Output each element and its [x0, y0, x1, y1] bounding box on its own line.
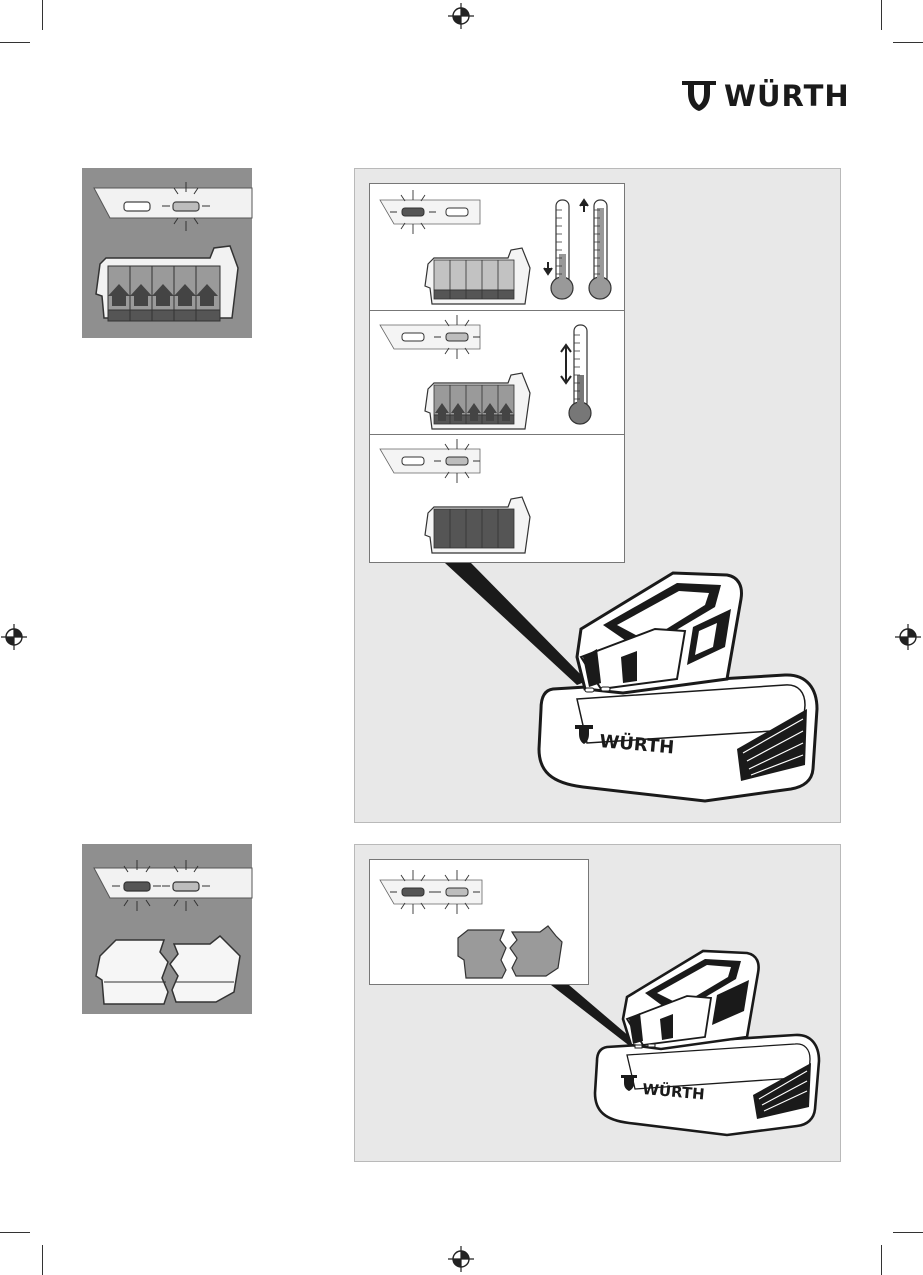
registration-mark-icon	[1, 624, 27, 650]
brand-logo: WÜRTH	[680, 78, 845, 114]
crop-mark-bottom-right-h	[893, 1232, 923, 1233]
crop-mark-bottom-left-v	[42, 1245, 43, 1275]
crop-mark-top-left-h	[0, 42, 30, 43]
crop-mark-top-left-v	[42, 0, 43, 30]
crop-mark-bottom-left-h	[0, 1232, 30, 1233]
led-right-blinking	[173, 202, 199, 211]
thumbnail-defective	[82, 844, 252, 1014]
crop-mark-top-right-v	[881, 0, 882, 30]
wurth-shield-icon	[680, 79, 718, 113]
brand-name: WÜRTH	[724, 82, 850, 111]
charger-with-battery: WÜRTH	[355, 845, 842, 1163]
crop-mark-top-right-h	[893, 42, 923, 43]
callout-pointer	[445, 563, 587, 685]
crop-mark-bottom-right-v	[881, 1245, 882, 1275]
panel-defective-state: WÜRTH	[354, 844, 841, 1162]
thumbnail-charging	[82, 168, 252, 338]
registration-mark-icon	[448, 1246, 474, 1272]
registration-mark-icon	[895, 624, 921, 650]
registration-mark-icon	[448, 3, 474, 29]
led-left	[124, 202, 150, 211]
led-right-blinking	[173, 882, 199, 891]
charger-with-battery: WÜRTH	[355, 169, 842, 824]
panel-charging-states: WÜRTH	[354, 168, 841, 823]
led-left-blinking	[124, 882, 150, 891]
